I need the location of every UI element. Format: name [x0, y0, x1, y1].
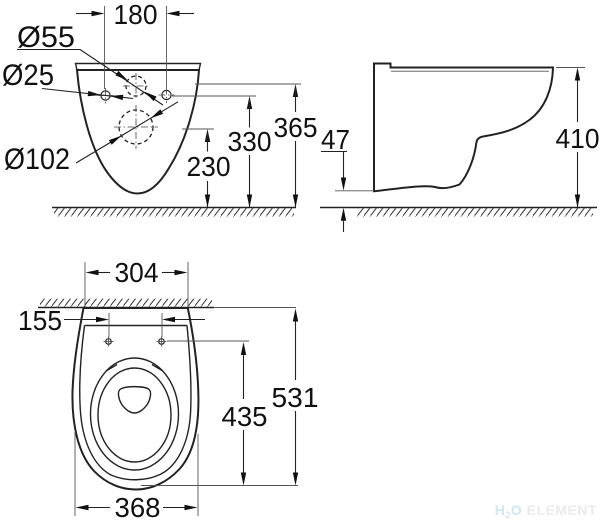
- floor-hatching-side: [357, 208, 593, 217]
- dim-rear-body-width: 304: [115, 257, 159, 288]
- watermark-brand: ELEMENT: [526, 502, 597, 518]
- bowl-side-profile: [373, 62, 555, 193]
- rim-notch-left: [105, 363, 118, 372]
- floor-hatching: [54, 208, 294, 217]
- watermark: H2O ELEMENT: [495, 502, 597, 520]
- front-view: 180 Ø55 Ø25 Ø102 230 330 365: [2, 0, 318, 217]
- rim-notch-right: [151, 363, 164, 372]
- dim-mounting-hole-spacing: 180: [114, 0, 158, 30]
- dim-top-reference-height: 365: [274, 112, 318, 143]
- dim-body-height: 410: [556, 123, 600, 154]
- drain-outline: [117, 385, 152, 414]
- dim-wall-to-front-depth: 531: [272, 382, 319, 413]
- label-mounting-hole-diameter: Ø25: [2, 59, 54, 92]
- bowl-front-outline: [75, 69, 201, 195]
- side-view: 47 410: [320, 62, 600, 232]
- dim-seat-fixing-spacing: 155: [18, 305, 62, 336]
- body-plan-outline: [71, 307, 200, 491]
- dim-mounting-hole-height: 330: [228, 126, 272, 157]
- dim-max-body-width: 368: [115, 492, 161, 523]
- label-outlet-hole-diameter: Ø102: [4, 143, 70, 176]
- dim-bottom-clearance: 47: [321, 124, 350, 155]
- bowl-rim-outer: [89, 357, 180, 471]
- seat-outline: [79, 325, 192, 481]
- dim-fixing-to-front-depth: 435: [222, 401, 268, 432]
- plan-view: 304 155: [18, 257, 319, 523]
- wall-hatching: [40, 298, 212, 308]
- watermark-h2o: H2O: [494, 502, 523, 520]
- rim-band: [74, 62, 202, 71]
- dim-outlet-center-height: 230: [187, 151, 231, 182]
- label-flush-hole-diameter: Ø55: [17, 21, 75, 54]
- bowl-rim-inner: [97, 367, 172, 463]
